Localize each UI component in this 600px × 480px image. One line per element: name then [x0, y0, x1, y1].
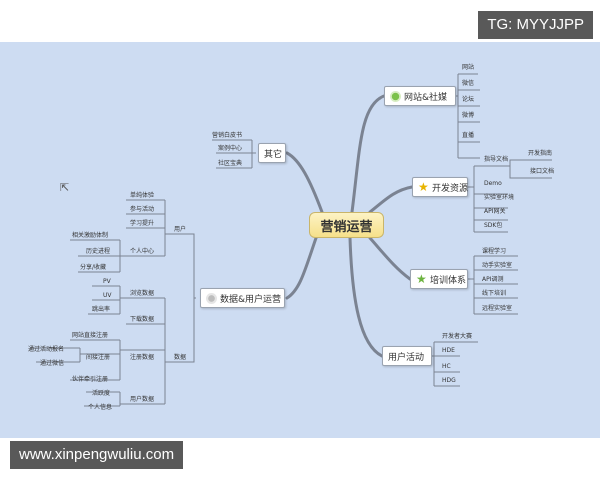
branch-label: 数据&用户运营 — [220, 294, 282, 305]
branch-label: 培训体系 — [430, 275, 467, 286]
branch-user-events[interactable]: 用户活动 — [382, 346, 432, 366]
leaf[interactable]: 营销白皮书 — [212, 132, 243, 139]
leaf[interactable]: 接口文档 — [530, 168, 555, 175]
branch-website[interactable]: 网站&社媒 — [384, 86, 456, 106]
leaf[interactable]: 注册数据 — [130, 354, 155, 361]
branch-data-user-ops[interactable]: 数据&用户运营 — [200, 288, 285, 308]
leaf[interactable]: 参与活动 — [130, 206, 155, 213]
watermark-top: TG: MYYJJPP — [478, 11, 593, 39]
leaf[interactable]: 微信 — [462, 80, 475, 87]
leaf[interactable]: HDG — [442, 377, 456, 384]
root-node[interactable]: 营销运营 — [309, 212, 384, 238]
leaf[interactable]: 动手实验室 — [482, 262, 513, 269]
leaf[interactable]: 浏览数据 — [130, 290, 155, 297]
leaf[interactable]: Demo — [484, 180, 502, 187]
branch-label: 其它 — [264, 149, 283, 160]
root-label: 营销运营 — [320, 219, 373, 235]
leaf[interactable]: API调测 — [482, 276, 504, 283]
leaf[interactable]: PV — [103, 278, 111, 285]
leaf[interactable]: 实验室环境 — [484, 194, 515, 201]
branch-dev-resources[interactable]: ★ 开发资源 — [412, 177, 468, 197]
leaf[interactable]: 社区宝典 — [218, 160, 243, 167]
leaf[interactable]: 直播 — [462, 132, 475, 139]
leaf[interactable]: 线下培训 — [482, 290, 507, 297]
leaf[interactable]: 论坛 — [462, 96, 475, 103]
leaf-user[interactable]: 用户 — [174, 226, 187, 233]
branch-training[interactable]: ★ 培训体系 — [410, 269, 468, 289]
leaf[interactable]: API网关 — [484, 208, 506, 215]
leaf[interactable]: 单纯体验 — [130, 192, 155, 199]
leaf[interactable]: 跳出率 — [92, 306, 111, 313]
leaf[interactable]: HDE — [442, 347, 455, 354]
leaf[interactable]: HC — [442, 363, 451, 370]
leaf[interactable]: 分享/收藏 — [80, 264, 107, 271]
leaf[interactable]: 指导文档 — [484, 156, 509, 163]
leaf[interactable]: 下载数据 — [130, 316, 155, 323]
leaf[interactable]: 远程实验室 — [482, 305, 513, 312]
star-icon: ★ — [416, 271, 427, 286]
leaf[interactable]: 活跃度 — [92, 390, 111, 397]
leaf[interactable]: 通过活动报名 — [28, 346, 65, 353]
leaf[interactable]: 课程学习 — [482, 248, 507, 255]
branch-label: 网站&社媒 — [404, 92, 448, 103]
branch-label: 用户活动 — [388, 352, 425, 363]
leaf[interactable]: 通过微信 — [40, 360, 65, 367]
leaf[interactable]: 间接注册 — [86, 354, 111, 361]
leaf[interactable]: 网站 — [462, 64, 475, 71]
branch-other[interactable]: 其它 — [258, 143, 286, 163]
leaf[interactable]: 网站直接注册 — [72, 332, 109, 339]
leaf[interactable]: 用户数据 — [130, 396, 155, 403]
watermark-bottom: www.xinpengwuliu.com — [10, 441, 184, 469]
leaf[interactable]: 历史进程 — [86, 248, 111, 255]
leaf[interactable]: 案例中心 — [218, 145, 243, 152]
leaf[interactable]: 开发者大赛 — [442, 333, 473, 340]
star-icon: ★ — [418, 179, 429, 194]
leaf[interactable]: SDK包 — [484, 222, 503, 229]
leaf[interactable]: 开发指南 — [528, 150, 553, 157]
leaf[interactable]: 个人中心 — [130, 248, 155, 255]
leaf[interactable]: 学习提升 — [130, 220, 155, 227]
chart-icon — [206, 292, 217, 304]
leaf[interactable]: UV — [103, 292, 112, 299]
leaf[interactable]: 伙伴牵引注册 — [72, 376, 109, 383]
leaf-data[interactable]: 数据 — [174, 354, 187, 361]
play-icon — [390, 90, 401, 102]
leaf[interactable]: 相关激励体制 — [72, 232, 109, 239]
leaf[interactable]: 个人信息 — [88, 404, 113, 411]
branch-label: 开发资源 — [432, 183, 469, 194]
mouse-cursor-icon: ⇱ — [60, 181, 70, 194]
leaf[interactable]: 微博 — [462, 112, 475, 119]
